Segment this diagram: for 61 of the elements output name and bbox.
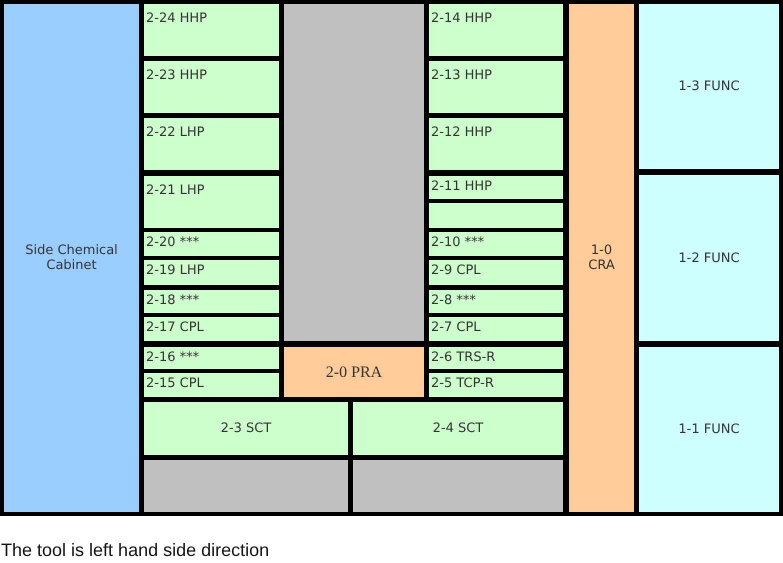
function-box: [639, 4, 779, 169]
box-label: 2-23 HHP: [146, 68, 208, 83]
empty-slot: [284, 4, 424, 341]
box-label: 2-10 ***: [431, 235, 484, 250]
box-label: 2-22 LHP: [146, 125, 204, 140]
box-label: Side Chemical Cabinet: [24, 243, 119, 273]
box-label: 2-5 TCP-R: [431, 376, 494, 391]
slot-box: [353, 402, 563, 455]
slot-box: [429, 176, 563, 199]
function-box: [639, 175, 779, 341]
box-label: 1-3 FUNC: [678, 79, 740, 94]
slot-box: [429, 203, 563, 228]
box-label: 1-0 CRA: [587, 243, 616, 273]
box-label: 2-4 SCT: [432, 421, 484, 436]
box-label: 2-9 CPL: [431, 263, 481, 278]
caption: The tool is left hand side direction: [1, 540, 270, 561]
box-label: 2-24 HHP: [146, 11, 208, 26]
slot-box: [429, 260, 563, 285]
box-label: 2-11 HHP: [431, 179, 492, 194]
cabinet-box: [4, 4, 139, 512]
slot-box: [144, 61, 279, 113]
slot-box: [429, 373, 563, 397]
slot-box: [144, 373, 279, 397]
slot-box: [144, 402, 348, 455]
box-label: 2-13 HHP: [431, 68, 492, 83]
slot-box: [429, 347, 563, 369]
box-label: 2-17 CPL: [146, 320, 204, 335]
empty-slot: [144, 460, 348, 512]
slot-box: [144, 118, 279, 170]
slot-box: [429, 118, 563, 170]
slot-box: [144, 347, 279, 369]
slot-box: [429, 290, 563, 313]
box-label: 1-2 FUNC: [678, 250, 740, 266]
box-label: 2-0 PRA: [326, 364, 382, 380]
slot-box: [429, 317, 563, 341]
slot-box: [144, 260, 279, 285]
box-label: 2-20 ***: [146, 235, 200, 250]
slot-box: [429, 4, 563, 56]
box-label: 2-12 HHP: [431, 125, 492, 140]
slot-box: [144, 232, 279, 256]
box-label: 2-21 LHP: [146, 183, 204, 198]
slot-box: [429, 61, 563, 113]
box-label: 2-15 CPL: [146, 376, 204, 391]
function-box: [639, 347, 779, 512]
slot-box: [144, 290, 279, 313]
empty-slot: [353, 460, 563, 512]
box-label: 1-1 FUNC: [678, 422, 740, 437]
box-label: 2-7 CPL: [431, 320, 481, 335]
module-box: [569, 4, 634, 512]
slot-box: [144, 4, 279, 56]
box-label: 2-16 ***: [146, 350, 200, 365]
box-label: 2-14 HHP: [431, 11, 492, 26]
module-box: [284, 347, 424, 397]
box-label: 2-3 SCT: [220, 421, 272, 436]
box-label: 2-6 TRS-R: [431, 350, 496, 365]
slot-box: [429, 232, 563, 256]
box-label: 2-19 LHP: [146, 263, 204, 278]
box-label: 2-18 ***: [146, 293, 200, 308]
box-label: 2-8 ***: [431, 293, 476, 308]
slot-box: [144, 317, 279, 341]
slot-box: [144, 176, 279, 228]
